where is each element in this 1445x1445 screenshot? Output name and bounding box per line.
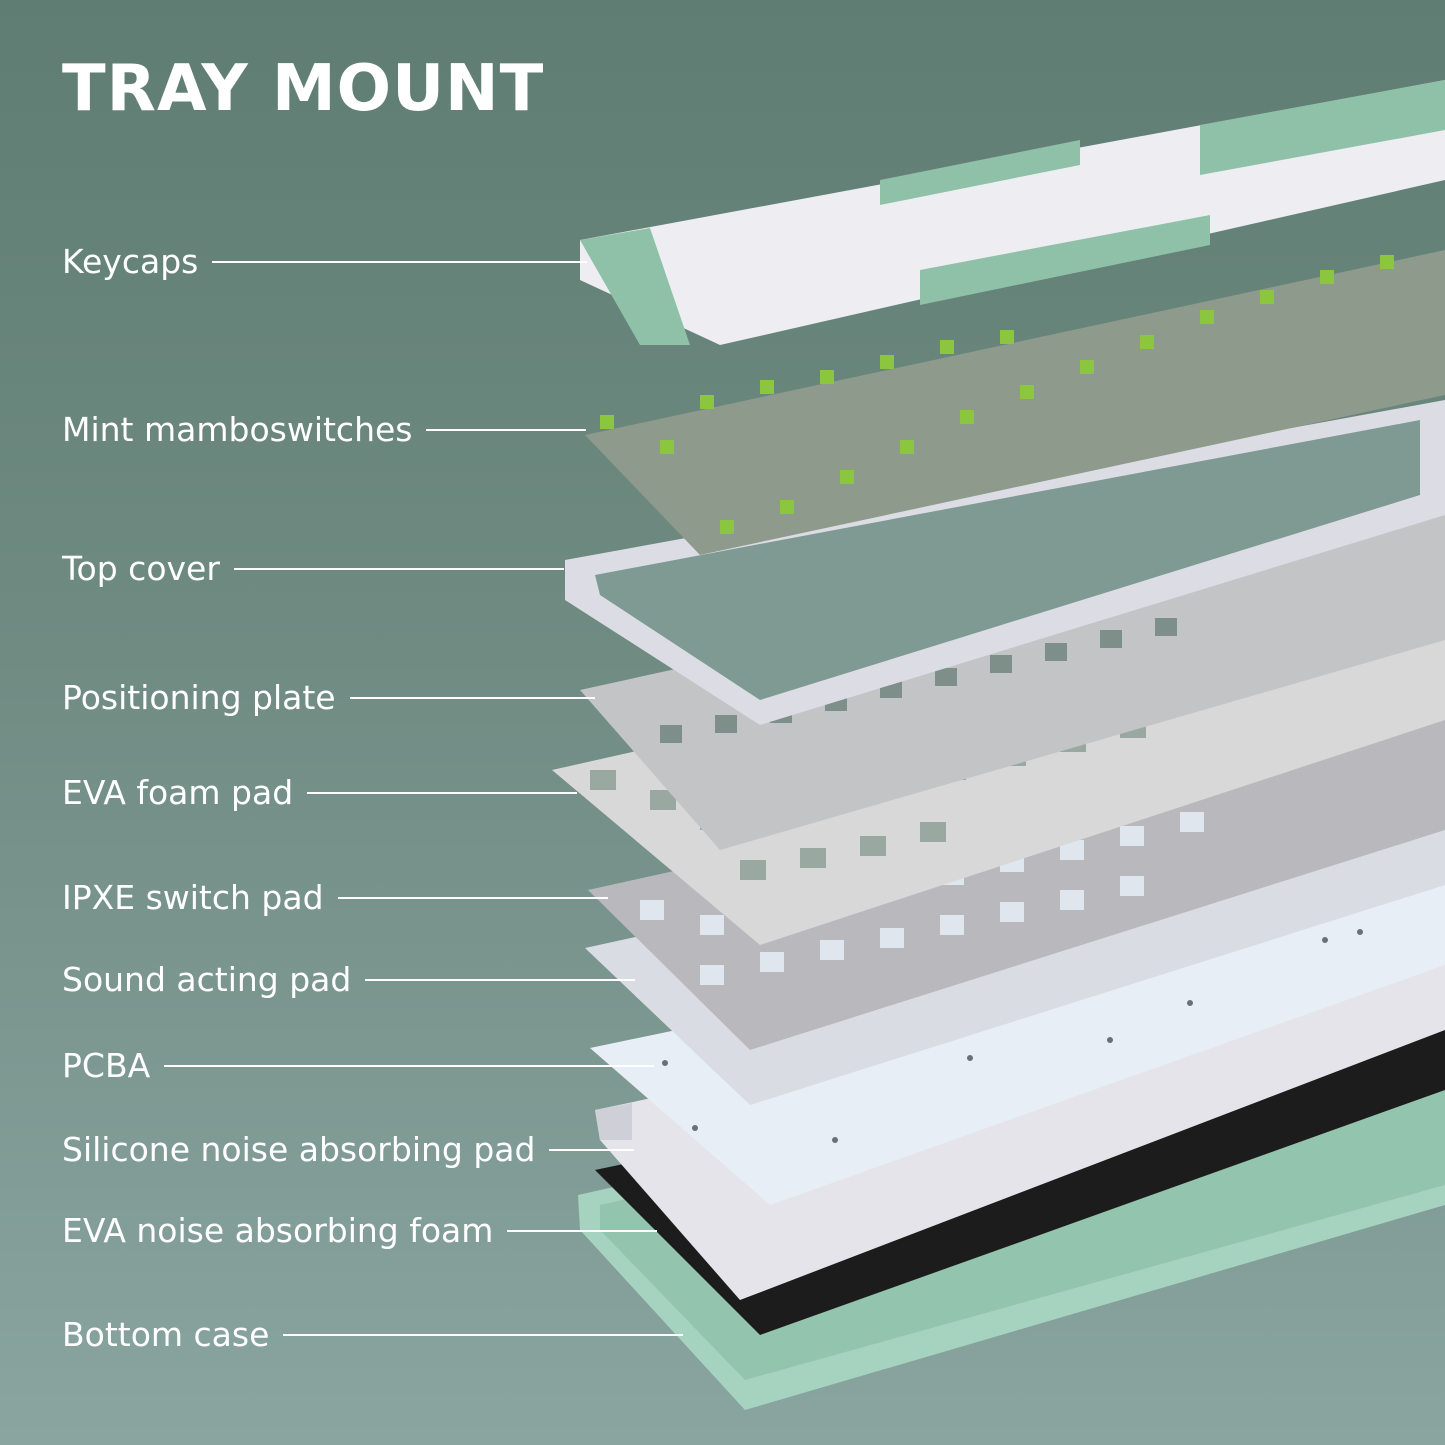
- label-pcba: PCBA: [62, 1046, 655, 1085]
- page-title: TRAY MOUNT: [62, 52, 545, 126]
- label-sound-acting-pad: Sound acting pad: [62, 960, 636, 999]
- label-keycaps: Keycaps: [62, 242, 588, 281]
- label-mint-mamboswitches: Mint mamboswitches: [62, 410, 587, 449]
- label-eva-foam-pad: EVA foam pad: [62, 773, 578, 812]
- switches-layer: [585, 250, 1445, 555]
- label-top-cover: Top cover: [62, 549, 564, 588]
- label-positioning-plate: Positioning plate: [62, 678, 595, 717]
- top-cover-layer: [565, 400, 1445, 725]
- label-silicone-noise-absorbing-pad: Silicone noise absorbing pad: [62, 1130, 635, 1169]
- label-eva-noise-absorbing-foam: EVA noise absorbing foam: [62, 1211, 658, 1250]
- label-bottom-case: Bottom case: [62, 1315, 684, 1354]
- pcba-layer: [590, 870, 1445, 1205]
- label-ipxe-switch-pad: IPXE switch pad: [62, 878, 608, 917]
- keycaps-layer: [580, 80, 1445, 345]
